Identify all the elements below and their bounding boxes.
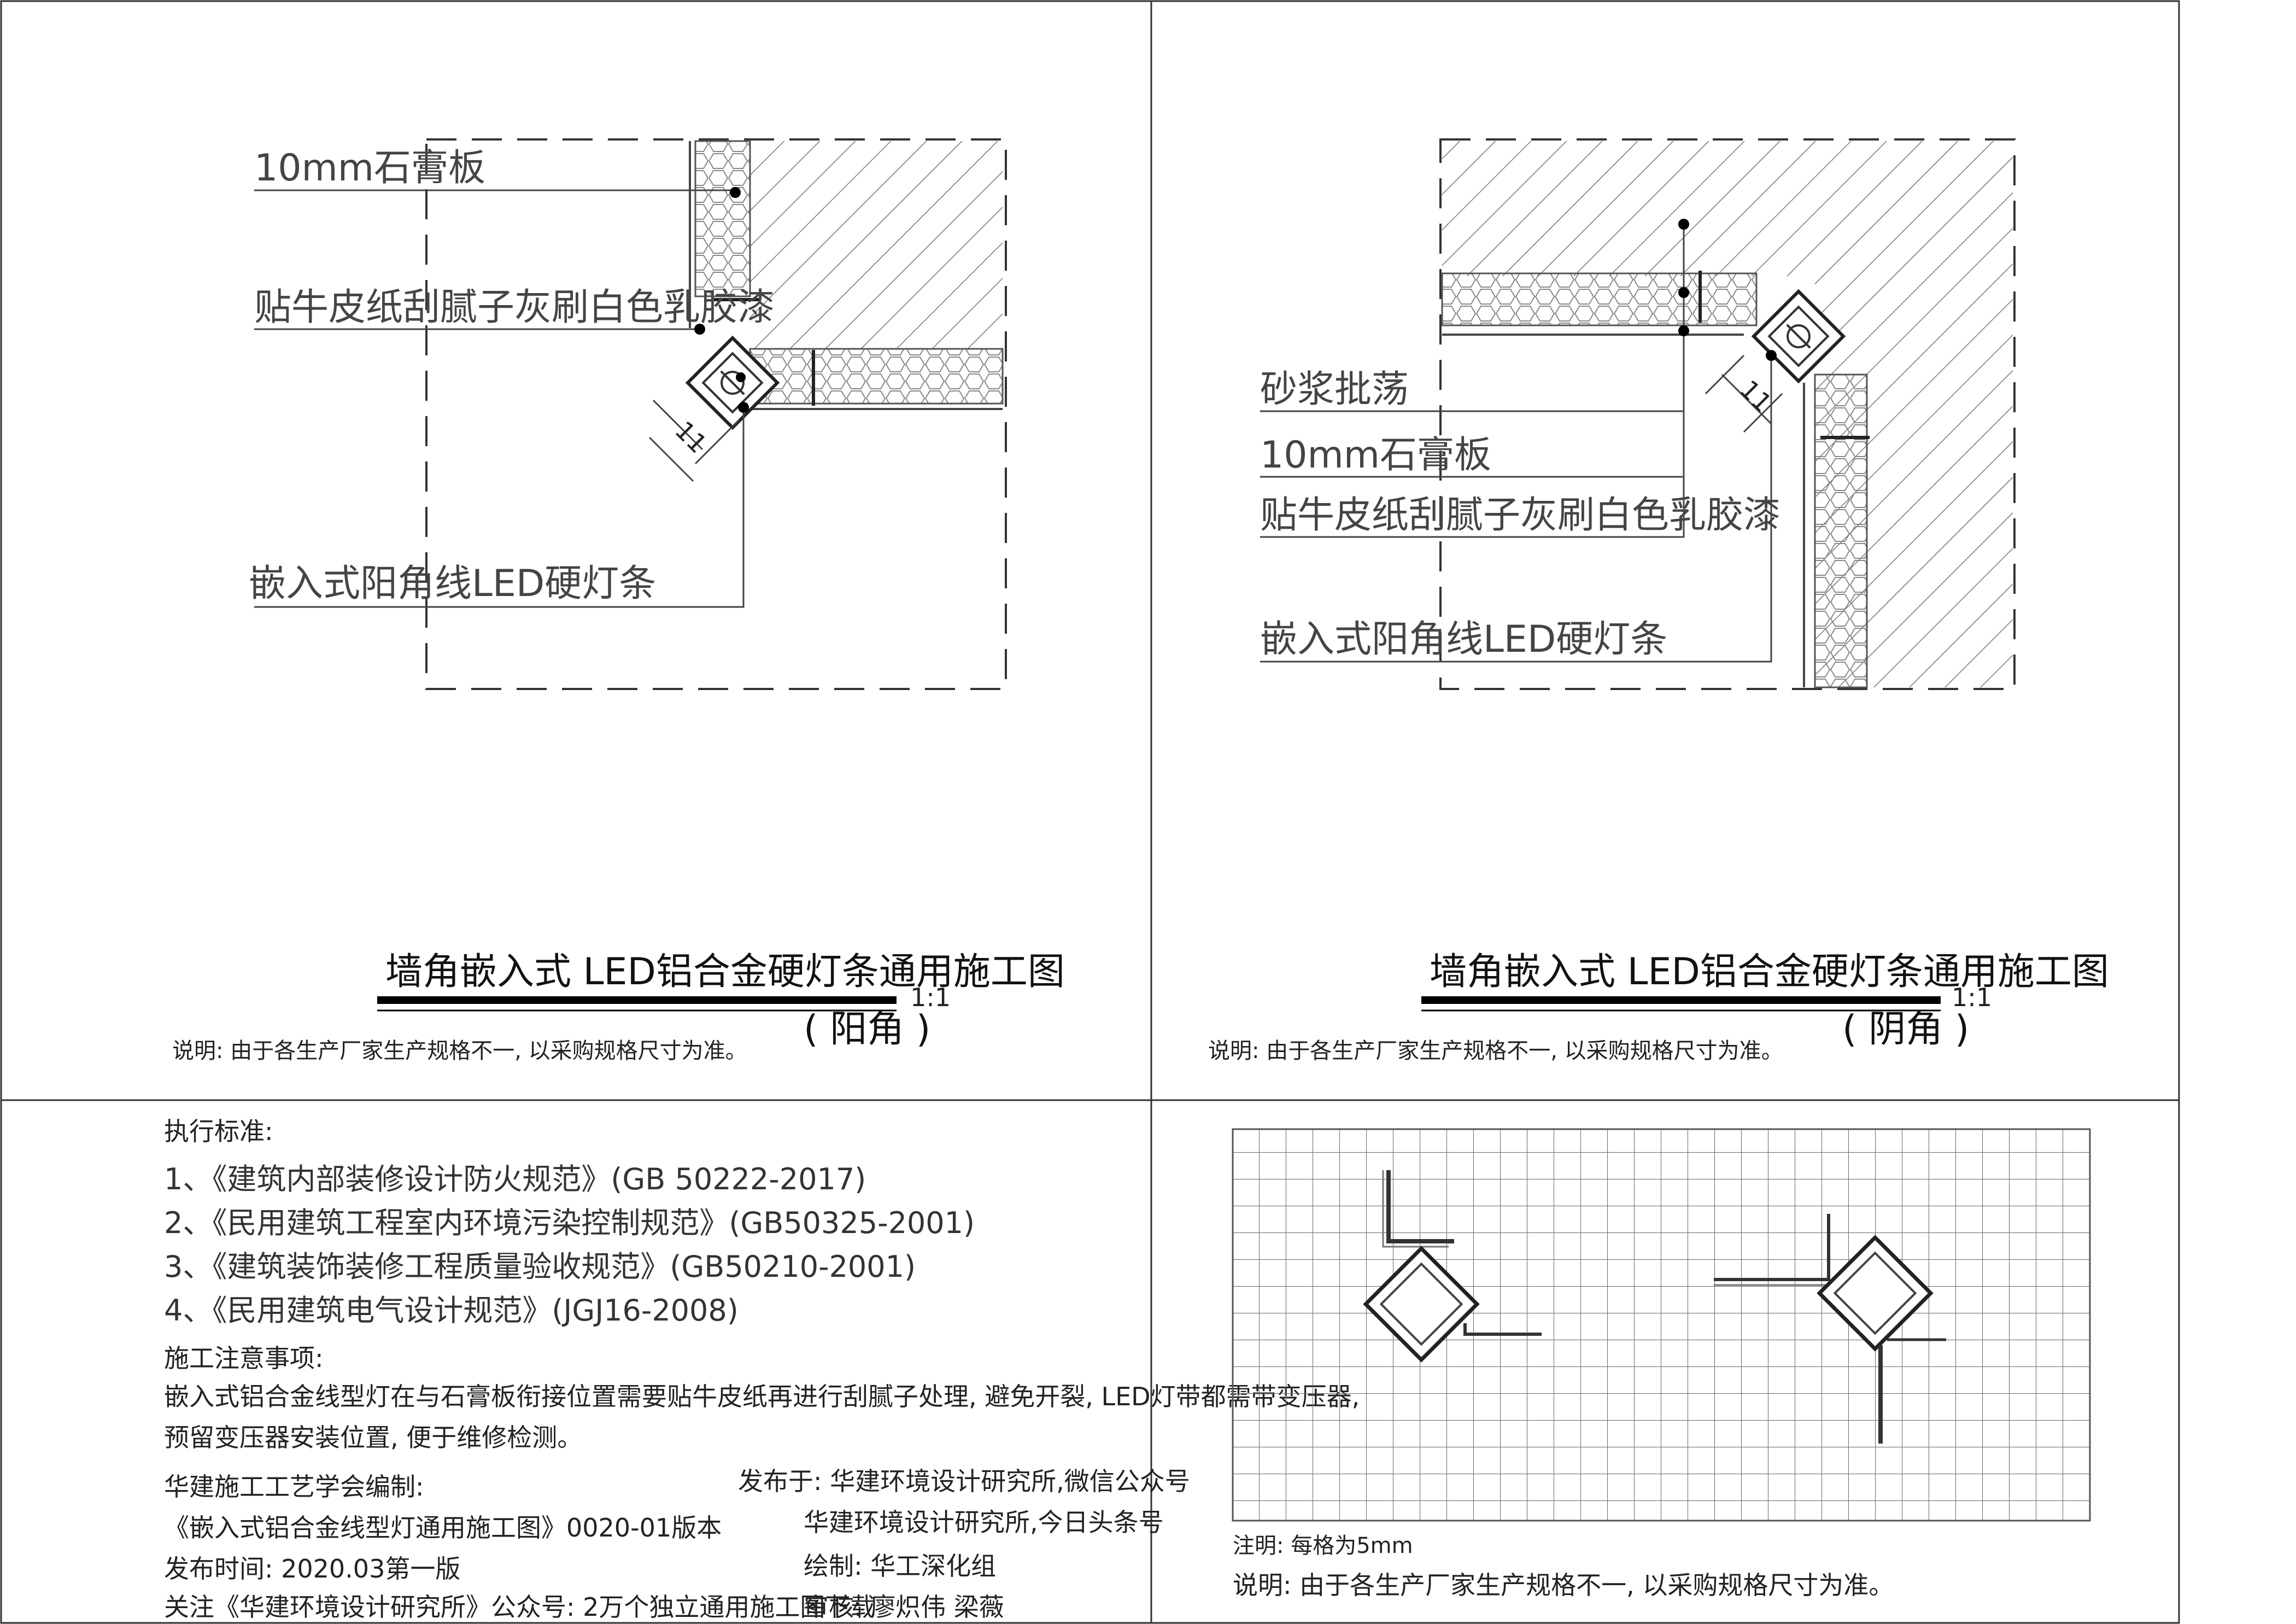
yin-gypsum-horizontal	[1441, 272, 1758, 326]
yang-scale: 1:1	[910, 983, 951, 1012]
credit-right-1: 发布于: 华建环境设计研究所,微信公众号	[738, 1467, 1190, 1496]
yin-screw-icons	[1698, 271, 1870, 439]
notes-line-2: 预留变压器安装位置, 便于维修检测。	[164, 1423, 582, 1452]
grid-note-1: 注明: 每格为5mm	[1233, 1533, 1413, 1558]
notes-line-1: 嵌入式铝合金线型灯在与石膏板衔接位置需要贴牛皮纸再进行刮腻子处理, 避免开裂, …	[164, 1382, 1360, 1411]
yang-note: 说明: 由于各生产厂家生产规格不一, 以采购规格尺寸为准。	[172, 1038, 747, 1064]
yang-label-kraft: 贴牛皮纸刮腻子灰刷白色乳胶漆	[254, 286, 775, 329]
yin-note: 说明: 由于各生产厂家生产规格不一, 以采购规格尺寸为准。	[1208, 1038, 1783, 1064]
grid-note-2: 说明: 由于各生产厂家生产规格不一, 以采购规格尺寸为准。	[1233, 1570, 1894, 1600]
yin-title: 墙角嵌入式 LED铝合金硬灯条通用施工图	[1430, 950, 2109, 994]
yin-title-block: 墙角嵌入式 LED铝合金硬灯条通用施工图 1:1 ( 阴角 ) 说明: 由于各生…	[1208, 950, 2109, 1064]
standard-item-2: 2、《民用建筑工程室内环境污染控制规范》(GB50325-2001)	[164, 1206, 975, 1240]
standards-heading: 执行标准:	[164, 1117, 273, 1146]
yin-title-underline	[1421, 996, 1941, 1004]
grid-panel: 注明: 每格为5mm 说明: 由于各生产厂家生产规格不一, 以采购规格尺寸为准。	[1232, 1128, 2091, 1600]
yin-subtitle: ( 阴角 )	[1842, 1008, 1969, 1051]
yang-subtitle: ( 阳角 )	[804, 1008, 930, 1051]
credit-left-2: 《嵌入式铝合金线型灯通用施工图》0020-01版本	[164, 1513, 722, 1543]
yang-gypsum-vertical	[694, 140, 751, 297]
yin-gypsum-vertical	[1814, 373, 1868, 688]
standard-item-4: 4、《民用建筑电气设计规范》(JGJ16-2008)	[164, 1293, 739, 1328]
yin-corner-detail: 11 砂浆批荡 10mm石膏板 贴牛皮纸刮腻子灰刷白色乳胶漆 嵌入式阳角线LED…	[1260, 138, 2016, 690]
credit-left-4: 关注《华建环境设计研究所》公众号: 2万个独立通用施工图下载	[164, 1592, 875, 1622]
yang-label-gypsum: 10mm石膏板	[254, 147, 485, 190]
credit-right-3: 绘制: 华工深化组	[804, 1551, 996, 1581]
yang-gypsum-horizontal	[749, 348, 1004, 405]
credit-left-3: 发布时间: 2020.03第一版	[164, 1554, 460, 1584]
yang-title: 墙角嵌入式 LED铝合金硬灯条通用施工图	[385, 950, 1065, 994]
grid-yin-profile	[1714, 1214, 1946, 1444]
sheet-frame	[0, 0, 2180, 1624]
yin-scale: 1:1	[1952, 983, 1992, 1012]
yin-led-profile	[1751, 289, 1846, 384]
grid-yang-profile	[1363, 1170, 1542, 1363]
yang-corner-detail: 11 10mm石膏板 贴牛皮纸刮腻子灰刷白色乳胶漆 嵌入式阳角线LED硬灯条	[249, 138, 1007, 690]
yin-label-gypsum: 10mm石膏板	[1260, 434, 1491, 477]
notes-heading: 施工注意事项:	[164, 1343, 324, 1373]
standards-panel: 执行标准: 1、《建筑内部装修设计防火规范》(GB 50222-2017) 2、…	[164, 1117, 1360, 1622]
yin-label-led: 嵌入式阳角线LED硬灯条	[1260, 618, 1667, 661]
grid-background	[1232, 1128, 2091, 1522]
standard-item-3: 3、《建筑装饰装修工程质量验收规范》(GB50210-2001)	[164, 1249, 916, 1284]
yin-label-mortar: 砂浆批荡	[1260, 368, 1409, 411]
yang-title-block: 墙角嵌入式 LED铝合金硬灯条通用施工图 1:1 ( 阳角 ) 说明: 由于各生…	[172, 950, 1065, 1064]
yang-title-underline	[377, 996, 897, 1004]
credit-right-4: 审核: 廖炽伟 梁薇	[804, 1592, 1004, 1622]
yang-dashed-outline	[425, 138, 1007, 690]
yang-label-led: 嵌入式阳角线LED硬灯条	[249, 562, 656, 605]
standard-item-1: 1、《建筑内部装修设计防火规范》(GB 50222-2017)	[164, 1162, 866, 1196]
yin-wall-hatch	[1442, 141, 2013, 687]
yin-dashed-outline	[1439, 138, 2016, 690]
yin-label-kraft: 贴牛皮纸刮腻子灰刷白色乳胶漆	[1260, 494, 1780, 537]
yang-screw-icons	[714, 298, 815, 406]
credit-left-1: 华建施工工艺学会编制:	[164, 1472, 424, 1502]
credit-right-2: 华建环境设计研究所,今日头条号	[804, 1508, 1164, 1537]
yang-wall-hatch	[750, 141, 1003, 349]
